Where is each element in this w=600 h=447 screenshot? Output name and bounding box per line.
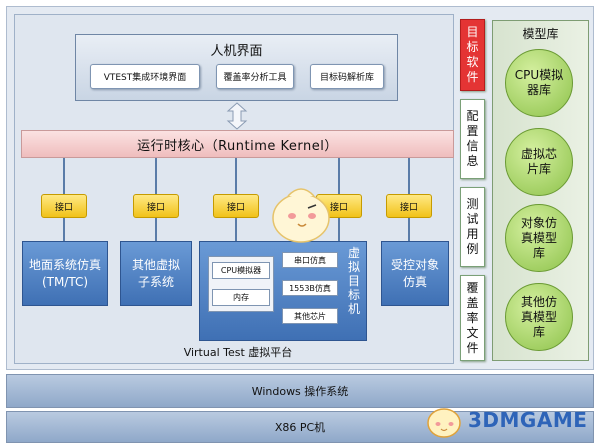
model-library: 模型库 CPU模拟器库 虚拟芯片库 对象仿真模型库 其他仿真模型库 bbox=[492, 20, 589, 361]
library-line: 库 bbox=[532, 245, 545, 260]
hmi-title: 人机界面 bbox=[210, 44, 263, 59]
column-char: 测 bbox=[466, 197, 479, 211]
site-watermark: 3DMGAME bbox=[416, 398, 596, 444]
column-char: 标 bbox=[466, 40, 479, 54]
virtual-target-label: 虚 拟 目 标 机 bbox=[345, 246, 363, 316]
interface-port: 接口 bbox=[41, 194, 87, 218]
watermark-text: 3DMGAME bbox=[468, 408, 588, 432]
runtime-kernel: 运行时核心（Runtime Kernel） bbox=[21, 130, 454, 158]
other-chips: 其他芯片 bbox=[282, 308, 338, 324]
column-char: 配 bbox=[466, 109, 479, 123]
column-char: 件 bbox=[466, 70, 479, 84]
vt-char: 标 bbox=[347, 288, 360, 302]
column-char: 软 bbox=[466, 55, 479, 69]
library-line: 虚拟芯 bbox=[520, 147, 557, 161]
coverage-analysis-tool: 覆盖率分析工具 bbox=[216, 64, 294, 89]
column-char: 例 bbox=[466, 242, 479, 256]
column-char: 信 bbox=[466, 139, 479, 153]
column-char: 率 bbox=[466, 310, 479, 325]
hmi-panel: 人机界面 VTEST集成环境界面 覆盖率分析工具 目标码解析库 bbox=[75, 34, 398, 101]
column-char: 覆 bbox=[466, 280, 479, 295]
vt-char: 拟 bbox=[347, 260, 360, 274]
config-info-column: 配 置 信 息 bbox=[460, 99, 485, 179]
x86-pc-layer: X86 PC机 bbox=[6, 411, 594, 443]
object-simulation-model-library: 对象仿真模型库 bbox=[505, 204, 573, 272]
controlled-object-line1: 受控对象 bbox=[390, 257, 439, 272]
library-line: 器库 bbox=[526, 83, 551, 97]
ground-system-line1: 地面系统仿真 bbox=[28, 257, 101, 272]
ground-system-line2: (TM/TC) bbox=[41, 274, 89, 289]
column-char: 件 bbox=[466, 340, 479, 355]
vt-char: 目 bbox=[347, 274, 360, 288]
memory-block: 内存 bbox=[212, 289, 270, 306]
column-char: 置 bbox=[466, 124, 479, 138]
virtual-chip-library: 虚拟芯片库 bbox=[505, 128, 573, 196]
cpu-simulator: CPU模拟器 bbox=[212, 262, 270, 279]
column-char: 目 bbox=[466, 25, 479, 39]
vt-char: 机 bbox=[347, 302, 360, 316]
other-virtual-line2: 子系统 bbox=[137, 274, 174, 289]
other-virtual-subsystem: 其他虚拟子系统 bbox=[120, 241, 192, 306]
ground-system-simulation: 地面系统仿真 (TM/TC) bbox=[22, 241, 108, 306]
library-line: CPU模拟 bbox=[514, 68, 564, 82]
coverage-file-column: 覆 盖 率 文 件 bbox=[460, 275, 485, 361]
watermark-mascot-icon bbox=[427, 408, 461, 438]
interface-port: 接口 bbox=[213, 194, 259, 218]
library-line: 真模型 bbox=[520, 309, 557, 324]
library-line: 真模型 bbox=[520, 230, 557, 245]
model-library-title: 模型库 bbox=[522, 27, 559, 41]
platform-label: Virtual Test 虚拟平台 bbox=[183, 346, 293, 359]
controlled-object-simulation: 受控对象仿真 bbox=[381, 241, 449, 306]
controlled-object-line2: 仿真 bbox=[402, 274, 427, 289]
1553b-simulation: 1553B仿真 bbox=[282, 280, 338, 296]
column-char: 用 bbox=[466, 227, 479, 241]
library-line: 对象仿 bbox=[520, 215, 557, 230]
other-virtual-line1: 其他虚拟 bbox=[131, 257, 180, 272]
test-case-column: 测 试 用 例 bbox=[460, 187, 485, 267]
column-char: 息 bbox=[466, 154, 479, 168]
serial-port-simulation: 串口仿真 bbox=[282, 252, 338, 268]
other-simulation-model-library: 其他仿真模型库 bbox=[505, 283, 573, 351]
column-char: 盖 bbox=[466, 295, 479, 310]
library-line: 片库 bbox=[526, 162, 551, 176]
hmi-kernel-arrow bbox=[226, 102, 248, 130]
cpu-simulator-library: CPU模拟器库 bbox=[505, 49, 573, 117]
vt-char: 虚 bbox=[347, 246, 360, 260]
library-line: 库 bbox=[532, 324, 545, 339]
windows-os-layer: Windows 操作系统 bbox=[6, 374, 594, 408]
column-char: 文 bbox=[466, 325, 479, 340]
library-line: 其他仿 bbox=[520, 294, 557, 309]
interface-port: 接口 bbox=[133, 194, 179, 218]
interface-port: 接口 bbox=[386, 194, 432, 218]
target-software-column: 目 标 软 件 bbox=[460, 19, 485, 91]
column-char: 试 bbox=[466, 212, 479, 226]
vtest-ide-tool: VTEST集成环境界面 bbox=[90, 64, 200, 89]
object-code-parser-tool: 目标码解析库 bbox=[310, 64, 384, 89]
mascot-watermark bbox=[272, 188, 330, 243]
